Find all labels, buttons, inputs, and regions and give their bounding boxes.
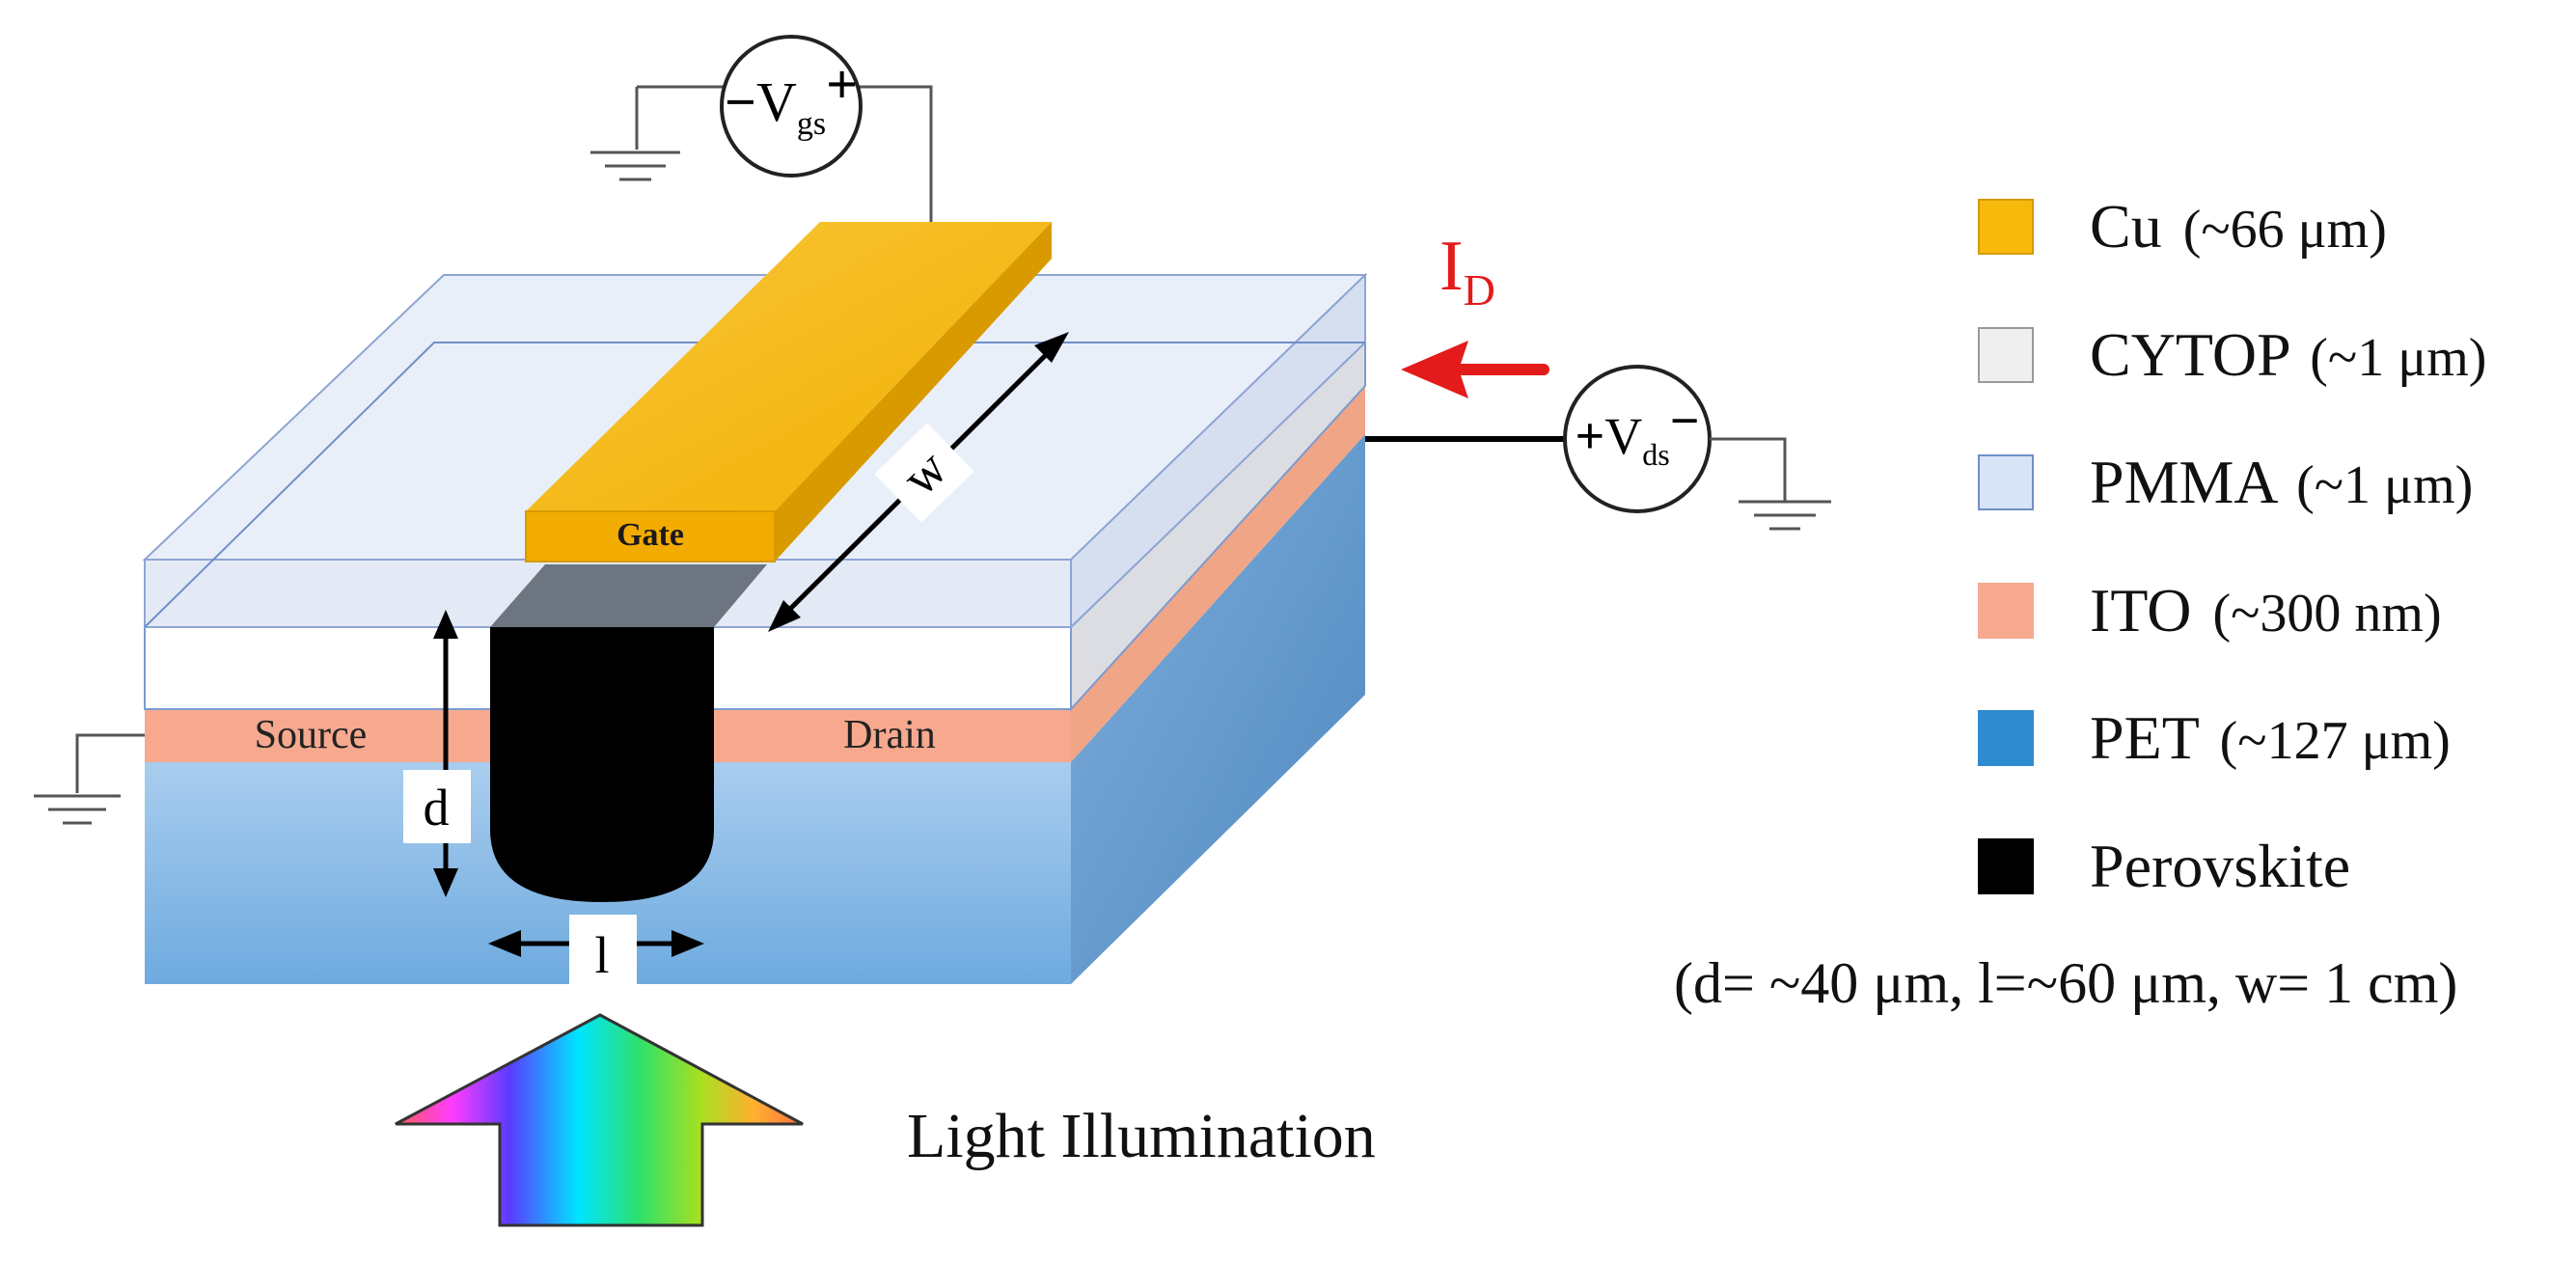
gate-label: Gate xyxy=(617,517,684,553)
legend-name-perovskite: Perovskite xyxy=(2090,832,2351,900)
legend-swatch-pet xyxy=(1978,710,2034,766)
legend-name-pet: PET xyxy=(2090,703,2199,772)
drain-label: Drain xyxy=(843,713,936,757)
gate-top xyxy=(526,222,1052,511)
pet-substrate-side xyxy=(1071,434,1365,984)
light-illumination-label: Light Illumination xyxy=(907,1101,1376,1171)
gate-side xyxy=(775,222,1052,562)
vds-wire-right xyxy=(1710,437,1787,502)
drain-current-label: ID xyxy=(1439,227,1495,315)
source-ground-wire xyxy=(75,733,145,793)
source-electrode xyxy=(145,709,490,762)
legend-swatch-ito xyxy=(1978,583,2034,639)
drain-current-sub: D xyxy=(1464,265,1495,315)
vds-main: V xyxy=(1604,407,1642,465)
legend-swatch-pmma xyxy=(1978,454,2034,510)
vds-label: +Vds− xyxy=(1575,392,1699,472)
gate-front xyxy=(525,510,776,562)
light-illumination-arrow-icon xyxy=(395,1013,804,1227)
legend-item-cytop: CYTOP (~1 μm) xyxy=(1978,312,2486,398)
vgs-plus: + xyxy=(826,53,858,116)
vgs-sub: gs xyxy=(797,106,826,142)
legend-annotation-ito: (~300 nm) xyxy=(2212,584,2442,644)
source-ground-icon xyxy=(34,794,121,825)
legend-item-pet: PET (~127 μm) xyxy=(1978,695,2451,781)
vds-ground-icon xyxy=(1739,500,1831,531)
legend-item-perovskite: Perovskite xyxy=(1978,823,2350,910)
vgs-ground-icon xyxy=(590,87,680,181)
legend-annotation-pet: (~127 μm) xyxy=(2219,711,2451,771)
perovskite-channel xyxy=(490,627,714,902)
legend-item-cu: Cu (~66 μm) xyxy=(1978,183,2387,270)
vgs-source-icon xyxy=(720,35,863,178)
dimension-d: d xyxy=(403,610,471,897)
drain-current-arrow-icon xyxy=(1401,341,1549,398)
legend-annotation-pmma: (~1 μm) xyxy=(2296,455,2474,515)
perovskite-top xyxy=(490,564,767,627)
legend-label-pet: PET (~127 μm) xyxy=(2090,702,2451,774)
legend-name-cu: Cu xyxy=(2090,192,2162,260)
ito-layer-side xyxy=(1071,386,1365,762)
dimension-w: w xyxy=(768,332,1069,632)
vds-sub: ds xyxy=(1642,437,1669,472)
legend-name-cytop: CYTOP xyxy=(2090,320,2289,389)
legend-label-ito: ITO (~300 nm) xyxy=(2090,575,2442,646)
device-stack xyxy=(142,222,1368,984)
legend-label-cytop: CYTOP (~1 μm) xyxy=(2090,319,2486,391)
legend-name-ito: ITO xyxy=(2090,576,2192,644)
legend-name-pmma: PMMA xyxy=(2090,448,2276,516)
dim-l-label: l xyxy=(594,926,609,984)
source-label: Source xyxy=(255,713,368,757)
vds-minus: − xyxy=(1670,392,1700,450)
legend-annotation-cytop: (~1 μm) xyxy=(2310,328,2487,388)
legend-item-ito: ITO (~300 nm) xyxy=(1978,567,2442,654)
legend-label-pmma: PMMA (~1 μm) xyxy=(2090,447,2473,518)
drain-current-main: I xyxy=(1439,227,1464,306)
dimension-l: l xyxy=(488,915,704,988)
legend-swatch-cytop xyxy=(1978,327,2034,383)
legend-label-cu: Cu (~66 μm) xyxy=(2090,191,2387,262)
dim-d-label: d xyxy=(424,779,450,836)
legend-item-pmma: PMMA (~1 μm) xyxy=(1978,439,2473,526)
legend-swatch-cu xyxy=(1978,199,2034,255)
drain-electrode xyxy=(714,709,1071,762)
legend-annotation-cu: (~66 μm) xyxy=(2182,200,2387,260)
vgs-minus: − xyxy=(725,70,756,133)
vgs-main: V xyxy=(756,70,797,133)
dimensions-note: (d= ~40 μm, l=~60 μm, w= 1 cm) xyxy=(1674,951,2458,1015)
vgs-label: −Vgs+ xyxy=(725,53,858,142)
legend-swatch-perovskite xyxy=(1978,838,2034,894)
vds-plus: + xyxy=(1575,407,1604,465)
vgs-wire-right xyxy=(859,85,933,222)
legend-label-perovskite: Perovskite xyxy=(2090,831,2350,902)
